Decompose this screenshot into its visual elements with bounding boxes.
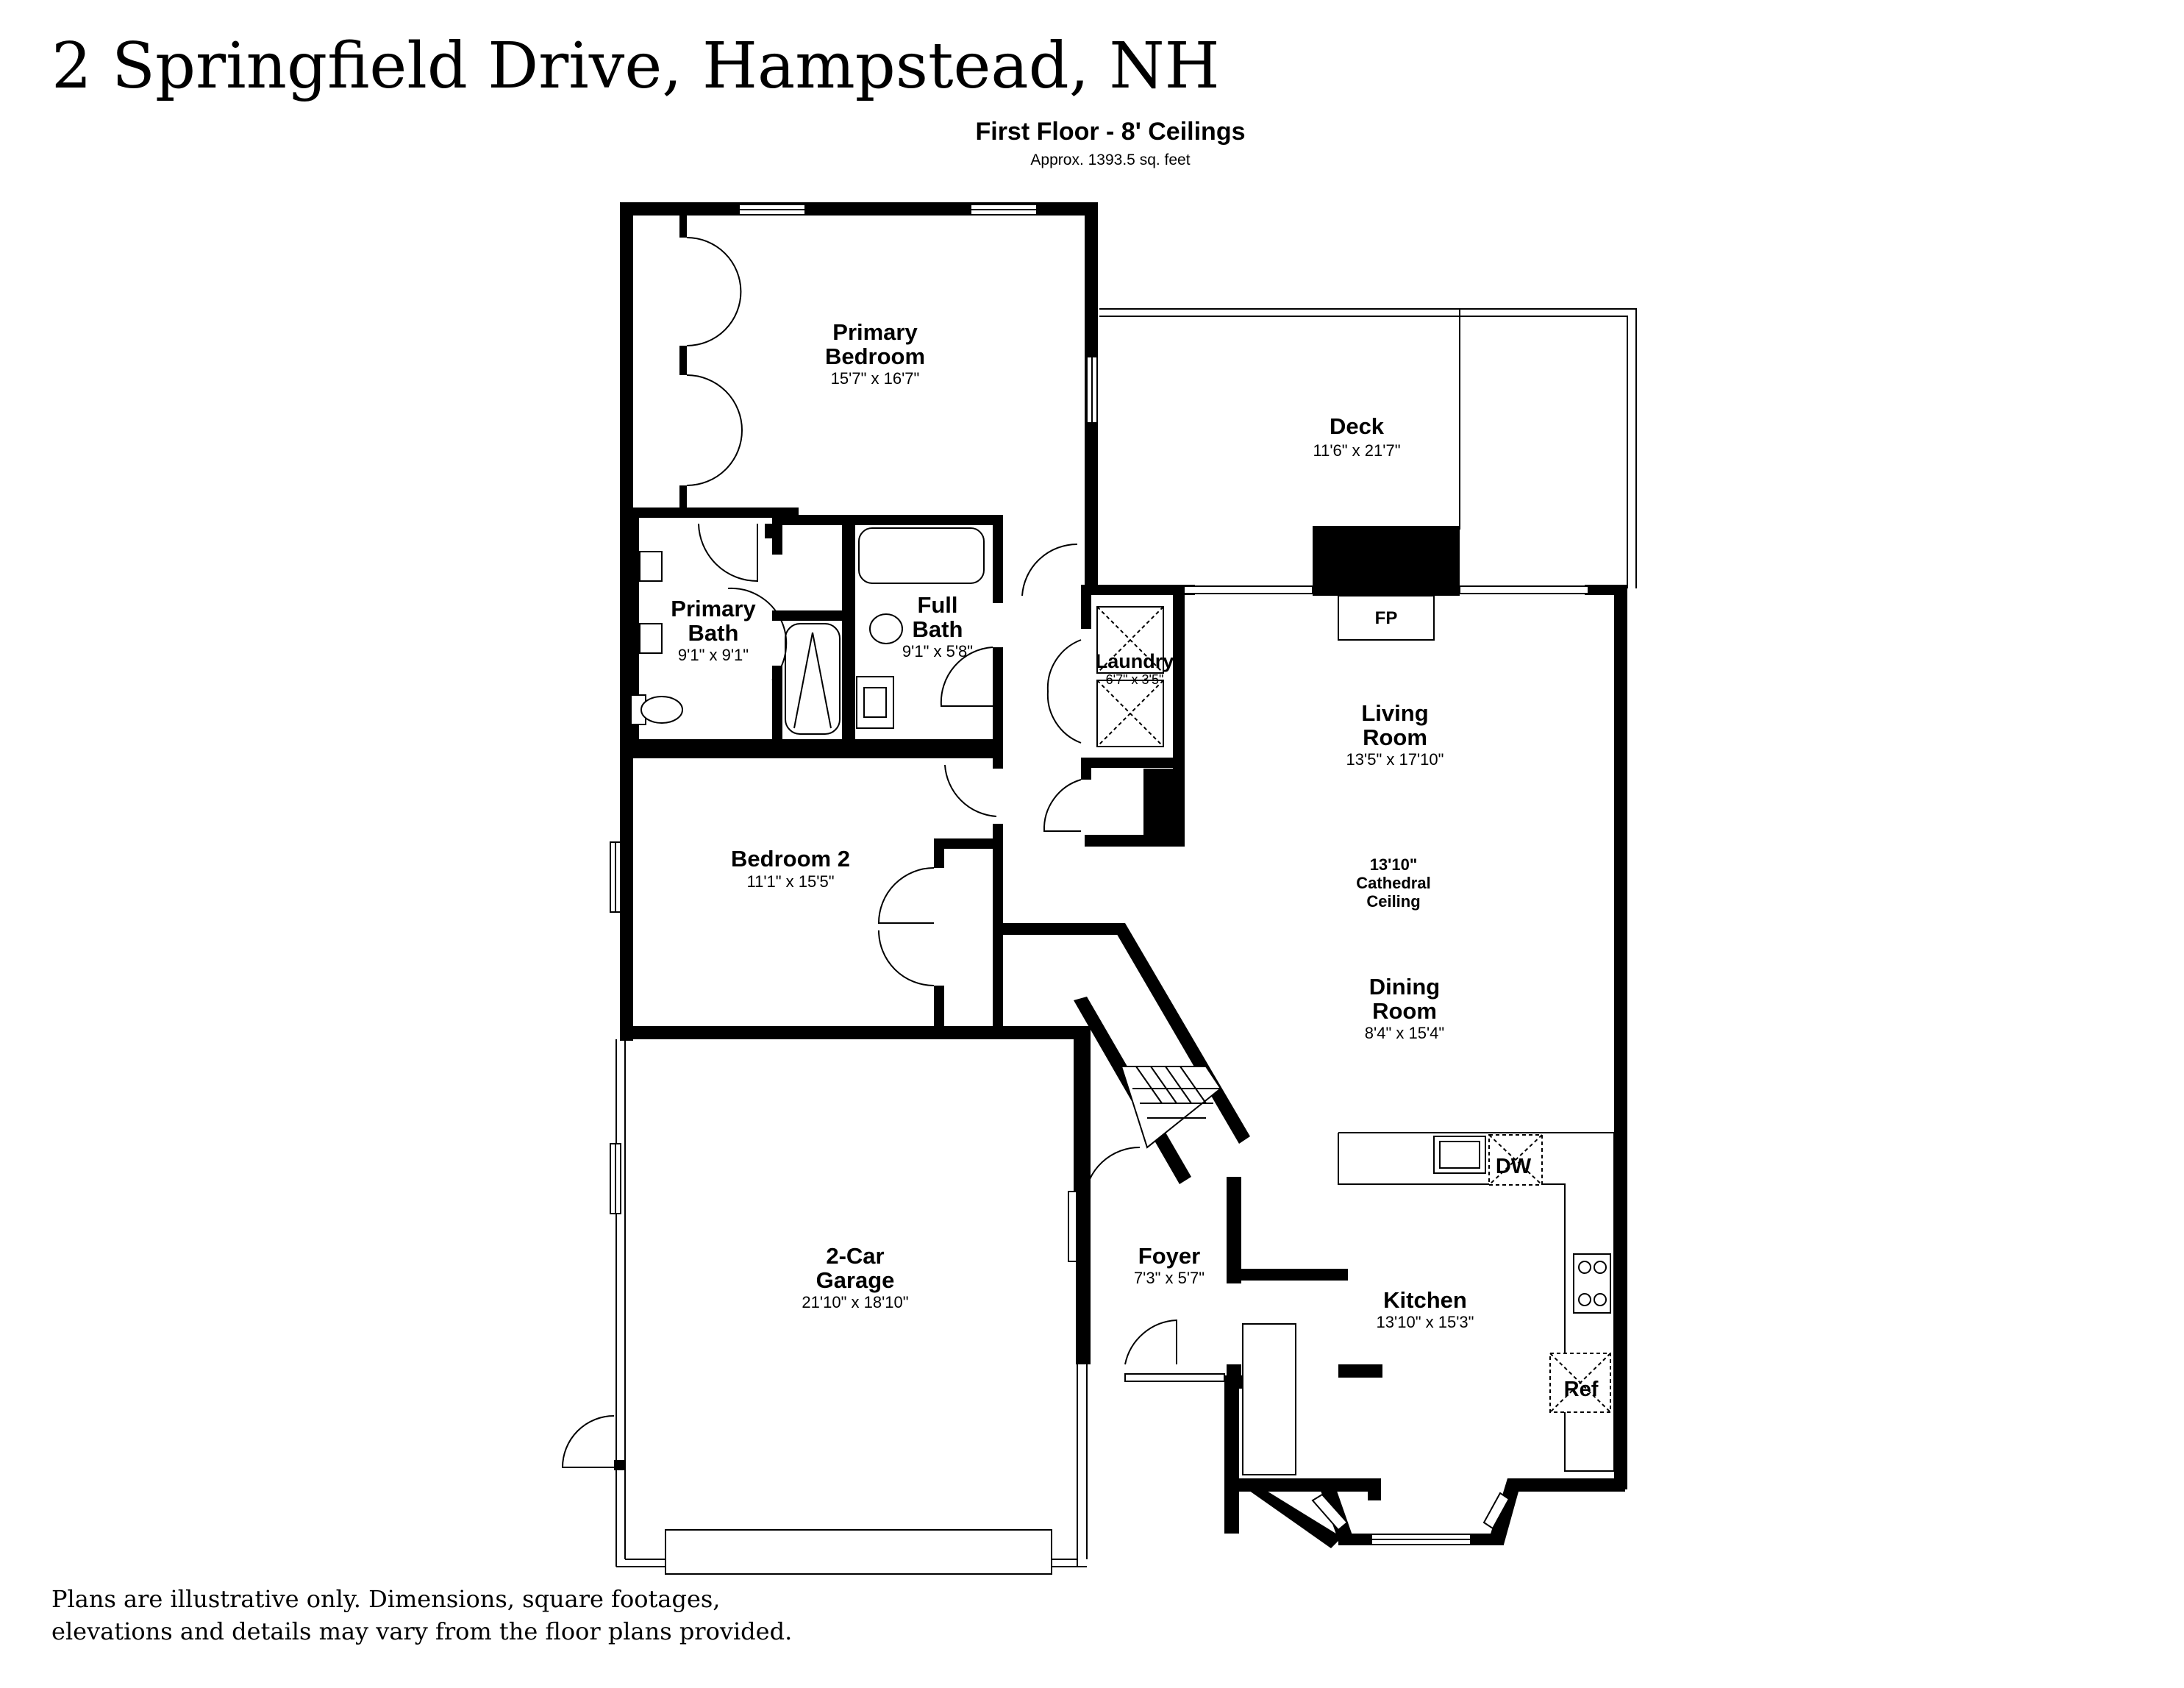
foyer-wall <box>1076 1026 1091 1364</box>
floor-title: First Floor - 8' Ceilings <box>975 118 1246 146</box>
closet-door-icon <box>877 867 935 986</box>
garage-name-2: Garage <box>816 1267 895 1293</box>
full-bath-dims: 9'1" x 5'8" <box>902 642 973 660</box>
full-bath-walls <box>849 515 1003 751</box>
door-icon <box>944 543 1082 832</box>
primary-bath-name-2: Bath <box>688 620 739 646</box>
toilet-icon <box>630 694 683 725</box>
laundry-dims: 6'7" x 3'5" <box>1106 672 1164 687</box>
stove-icon <box>1573 1253 1611 1314</box>
main-area-walls <box>1098 585 1627 1548</box>
toilet-icon <box>869 613 903 644</box>
fireplace-label: FP <box>1375 608 1398 628</box>
tub-icon <box>858 527 985 584</box>
kitchen-name: Kitchen <box>1383 1287 1467 1313</box>
floor-area: Approx. 1393.5 sq. feet <box>1030 152 1191 168</box>
sink-icon <box>1433 1136 1486 1174</box>
washer-icon <box>1096 606 1164 747</box>
disclaimer-line-2: elevations and details may vary from the… <box>51 1617 793 1645</box>
foyer-dims: 7'3" x 5'7" <box>1134 1269 1205 1287</box>
room-labels: Primary Bedroom 15'7" x 16'7" Deck 11'6"… <box>671 319 1598 1401</box>
bedroom-2-name: Bedroom 2 <box>731 846 850 872</box>
door-icon <box>940 647 993 707</box>
deck-name: Deck <box>1330 413 1385 439</box>
closet-door-icon <box>679 216 743 508</box>
window-icon <box>738 204 1098 424</box>
bay-window <box>1311 1478 1522 1545</box>
dining-room-dims: 8'4" x 15'4" <box>1365 1024 1444 1042</box>
full-bath-name-2: Bath <box>913 616 963 642</box>
pantry-counter <box>1242 1323 1296 1475</box>
primary-bath-name: Primary <box>671 596 756 622</box>
primary-bedroom-name: Primary <box>832 319 918 345</box>
fireplace-icon <box>1313 526 1460 641</box>
foyer-name: Foyer <box>1138 1243 1200 1269</box>
tub-icon <box>785 623 841 735</box>
dining-room-name-2: Room <box>1372 998 1437 1024</box>
sink-icon <box>856 676 894 729</box>
primary-bath-dims: 9'1" x 9'1" <box>678 646 749 664</box>
kitchen-counter <box>1338 1132 1615 1472</box>
garage-walls <box>561 1039 1088 1575</box>
kitchen-dims: 13'10" x 15'3" <box>1377 1313 1474 1331</box>
page-title: 2 Springfield Drive, Hampstead, NH <box>51 29 1220 103</box>
dishwasher-icon <box>1488 1134 1543 1186</box>
cathedral-label-2: Ceiling <box>1366 892 1420 911</box>
dishwasher-label: DW <box>1496 1155 1532 1178</box>
refrigerator-icon <box>1549 1353 1611 1413</box>
full-bath-name: Full <box>917 592 957 618</box>
primary-bedroom-dims: 15'7" x 16'7" <box>831 369 920 388</box>
refrigerator-label: Ref <box>1564 1378 1599 1401</box>
cathedral-label: Cathedral <box>1356 874 1430 892</box>
window-icon <box>610 841 621 913</box>
cathedral-height: 13'10" <box>1370 855 1418 874</box>
door-icon <box>698 523 788 681</box>
bedroom-2-dims: 11'1" x 15'5" <box>746 872 834 891</box>
deck-dims: 11'6" x 21'7" <box>1313 441 1400 460</box>
deck-outline <box>1099 308 1637 588</box>
primary-bedroom-name-2: Bedroom <box>825 343 925 369</box>
living-room-dims: 13'5" x 17'10" <box>1346 750 1444 769</box>
disclaimer-line-1: Plans are illustrative only. Dimensions,… <box>51 1585 721 1613</box>
bedroom-2-walls <box>620 747 1091 1039</box>
living-room-name: Living <box>1361 700 1428 726</box>
garage-dims: 21'10" x 18'10" <box>802 1293 908 1311</box>
staircase <box>1003 923 1250 1195</box>
laundry-name: Laundry <box>1096 650 1174 672</box>
garage-name: 2-Car <box>826 1243 884 1269</box>
sink-icon <box>639 551 663 654</box>
living-room-name-2: Room <box>1363 724 1427 750</box>
dining-room-name: Dining <box>1369 974 1440 1000</box>
